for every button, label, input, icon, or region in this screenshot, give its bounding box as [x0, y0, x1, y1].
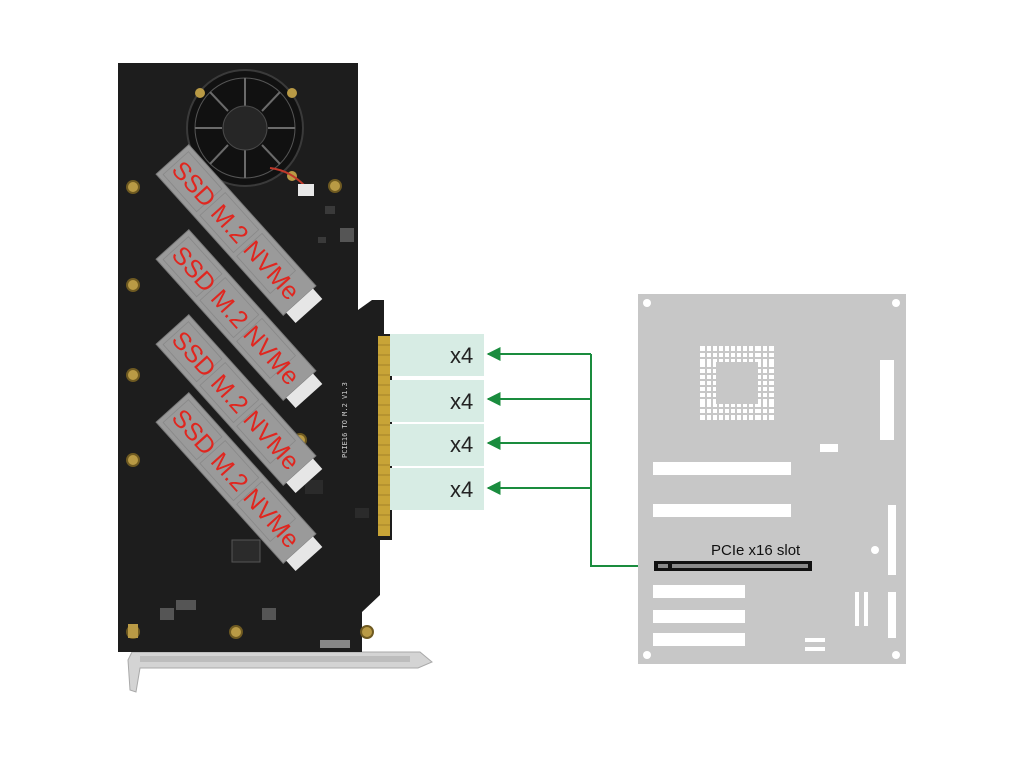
board-connectors: [805, 505, 896, 651]
ram-slot: [880, 360, 894, 440]
board-holes: [643, 299, 900, 659]
cooling-fan: [186, 69, 314, 196]
cpu-socket: [700, 346, 774, 420]
gold-contact-lines: [378, 344, 390, 526]
lane-box: [390, 424, 484, 466]
lane-label: x4: [450, 389, 473, 414]
lane-box: [390, 334, 484, 376]
pcie-x16-slot: [654, 561, 812, 571]
lane-boxes: x4 x4 x4 x4: [390, 334, 484, 510]
pcie-adapter-card: SSD M.2 NVMe SSD M.2 NVMe SSD M.2 NVMe S…: [118, 63, 433, 693]
lane-box: [390, 468, 484, 510]
lane-label: x4: [450, 343, 473, 368]
lane-label: x4: [450, 432, 473, 457]
lane-box: [390, 380, 484, 422]
lane-connector-lines: [486, 347, 640, 567]
connector-trunk: [590, 354, 640, 567]
motherboard: PCIe x16 slot: [626, 294, 906, 664]
pcb-silkscreen: PCIE16 TO M.2 V1.3: [341, 382, 349, 458]
pcie-slot-label: PCIe x16 slot: [711, 542, 801, 559]
gold-contacts: [378, 336, 390, 536]
expansion-slots: [653, 462, 791, 646]
pcb-components: [128, 206, 369, 648]
card-bracket: [127, 651, 433, 693]
lane-label: x4: [450, 477, 473, 502]
board-header: [820, 444, 838, 452]
io-cutouts: [626, 306, 638, 448]
